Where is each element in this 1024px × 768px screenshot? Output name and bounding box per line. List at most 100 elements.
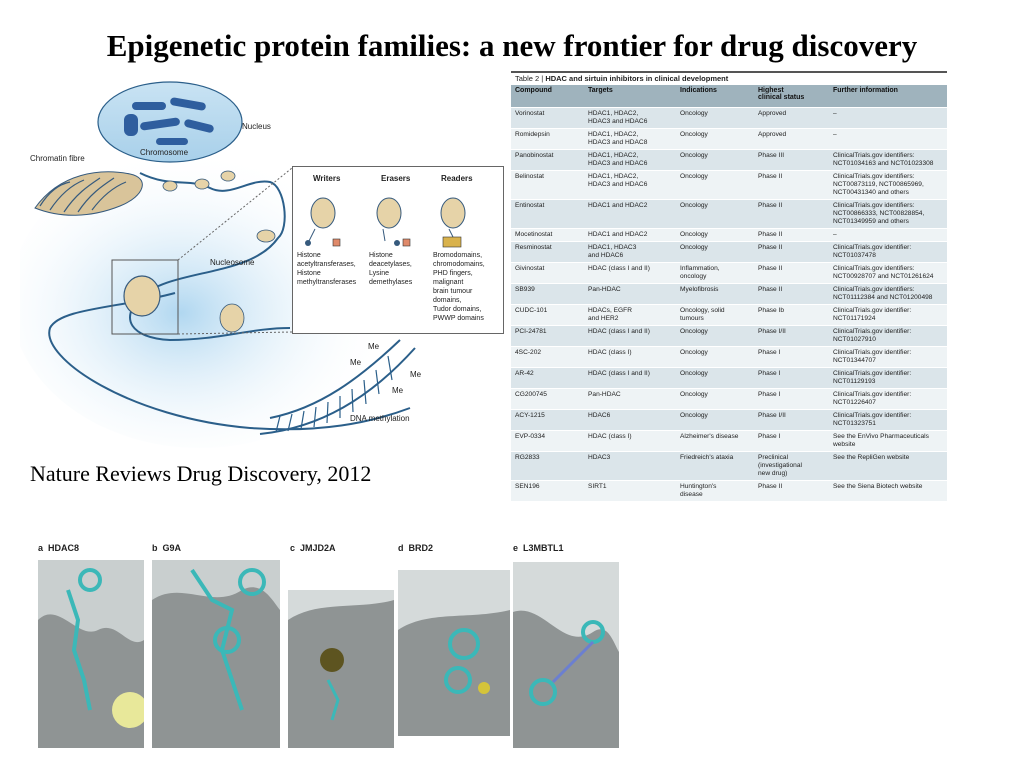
table-cell: ClinicalTrials.gov identifiers: NCT00866… <box>829 199 947 229</box>
panel-label-d: d BRD2 <box>398 543 434 553</box>
table-cell: HDAC1, HDAC2, HDAC3 and HDAC8 <box>584 128 676 150</box>
table-cell: AR-42 <box>511 367 584 389</box>
table-cell: PCI-24781 <box>511 325 584 347</box>
table-cell: HDAC1, HDAC3 and HDAC6 <box>584 241 676 263</box>
table-cell: Oncology <box>676 346 754 368</box>
table-cell: ClinicalTrials.gov identifier: NCT013447… <box>829 346 947 368</box>
table-cell: Phase II <box>754 283 829 305</box>
table-cell: HDAC (class I) <box>584 430 676 452</box>
readers-heading: Readers <box>441 174 473 183</box>
table-cell: EVP-0334 <box>511 430 584 452</box>
table-cell: Phase II <box>754 241 829 263</box>
panel-label-c: c JMJD2A <box>290 543 336 553</box>
table-cell: Phase Ib <box>754 304 829 326</box>
table-cell: SB939 <box>511 283 584 305</box>
table-cell: Approved <box>754 107 829 129</box>
table-cell: Oncology <box>676 325 754 347</box>
table-cell: ClinicalTrials.gov identifier: NCT012264… <box>829 388 947 410</box>
table-cell: Phase II <box>754 199 829 229</box>
methyl-label: Me <box>392 386 404 395</box>
erasers-description: Histone deacetylases, Lysine demethylase… <box>369 252 413 286</box>
table-cell: Oncology <box>676 228 754 242</box>
dna-methylation-label: DNA methylation <box>350 414 410 423</box>
table-cell: HDAC1, HDAC2, HDAC3 and HDAC6 <box>584 107 676 129</box>
table-cell: Phase I <box>754 388 829 410</box>
table-cell: Oncology <box>676 367 754 389</box>
table-cell: Givinostat <box>511 262 584 284</box>
readers-description: Bromodomains, chromodomains, PHD fingers… <box>433 252 485 322</box>
table-cell: RG2833 <box>511 451 584 481</box>
table-cell: Phase I <box>754 430 829 452</box>
table-cell: – <box>829 228 947 242</box>
table-cell: Pan-HDAC <box>584 388 676 410</box>
column-header: Indications <box>676 85 754 108</box>
table-cell: Friedreich's ataxia <box>676 451 754 481</box>
chromatin-fibre-label: Chromatin fibre <box>30 154 85 163</box>
table-cell: Myelofibrosis <box>676 283 754 305</box>
table-cell: Oncology, solid tumours <box>676 304 754 326</box>
table-cell: Belinostat <box>511 170 584 200</box>
column-header: Highest clinical status <box>754 85 829 108</box>
table-cell: Romidepsin <box>511 128 584 150</box>
table-cell: Phase I <box>754 367 829 389</box>
citation: Nature Reviews Drug Discovery, 2012 <box>30 461 372 486</box>
writers-erasers-readers-box: Writers Erasers Readers Histone acetyltr… <box>292 166 504 334</box>
table-cell: Mocetinostat <box>511 228 584 242</box>
table-cell: ClinicalTrials.gov identifiers: NCT01034… <box>829 149 947 171</box>
erasers-heading: Erasers <box>381 174 411 183</box>
l3mbtl1-structure-image <box>513 562 619 748</box>
nucleosome-label: Nucleosome <box>210 258 255 267</box>
table-caption-prefix: Table 2 | <box>515 74 544 83</box>
table-caption-title: HDAC and sirtuin inhibitors in clinical … <box>545 74 729 83</box>
column-header: Compound <box>511 85 584 108</box>
table-cell: ClinicalTrials.gov identifiers: NCT00928… <box>829 262 947 284</box>
table-cell: See the RepliGen website <box>829 451 947 481</box>
table-caption: Table 2 | HDAC and sirtuin inhibitors in… <box>511 71 947 85</box>
table-cell: Oncology <box>676 107 754 129</box>
hdac8-structure-image <box>38 560 144 748</box>
table-cell: – <box>829 107 947 129</box>
table-cell: – <box>829 128 947 150</box>
table-cell: 4SC-202 <box>511 346 584 368</box>
table-cell: Phase I/II <box>754 325 829 347</box>
table-cell: Preclinical (investigational new drug) <box>754 451 829 481</box>
jmjd2a-structure-image <box>288 590 394 748</box>
panel-label-a: a HDAC8 <box>38 543 80 553</box>
chromosome-label: Chromosome <box>140 148 189 157</box>
table-cell: HDAC (class I and II) <box>584 367 676 389</box>
table-cell: Entinostat <box>511 199 584 229</box>
table-cell: ClinicalTrials.gov identifier: NCT011291… <box>829 367 947 389</box>
table-cell: HDAC1, HDAC2, HDAC3 and HDAC6 <box>584 149 676 171</box>
table-cell: CUDC-101 <box>511 304 584 326</box>
table-cell: Phase II <box>754 480 829 501</box>
table-cell: HDAC1 and HDAC2 <box>584 199 676 229</box>
table-cell: Oncology <box>676 388 754 410</box>
nucleus-label: Nucleus <box>242 122 271 131</box>
writers-description: Histone acetyltransferases, Histone meth… <box>297 252 357 286</box>
table-cell: ClinicalTrials.gov identifiers: NCT00873… <box>829 170 947 200</box>
table-cell: ACY-1215 <box>511 409 584 431</box>
panel-label-b: b G9A <box>152 543 182 553</box>
panel-label-e: e L3MBTL1 <box>513 543 564 553</box>
slide-title: Epigenetic protein families: a new front… <box>106 28 918 63</box>
table-cell: HDAC (class I and II) <box>584 325 676 347</box>
table-cell: HDAC3 <box>584 451 676 481</box>
table-cell: ClinicalTrials.gov identifier: NCT010279… <box>829 325 947 347</box>
table-cell: ClinicalTrials.gov identifiers: NCT01112… <box>829 283 947 305</box>
table-cell: Pan-HDAC <box>584 283 676 305</box>
